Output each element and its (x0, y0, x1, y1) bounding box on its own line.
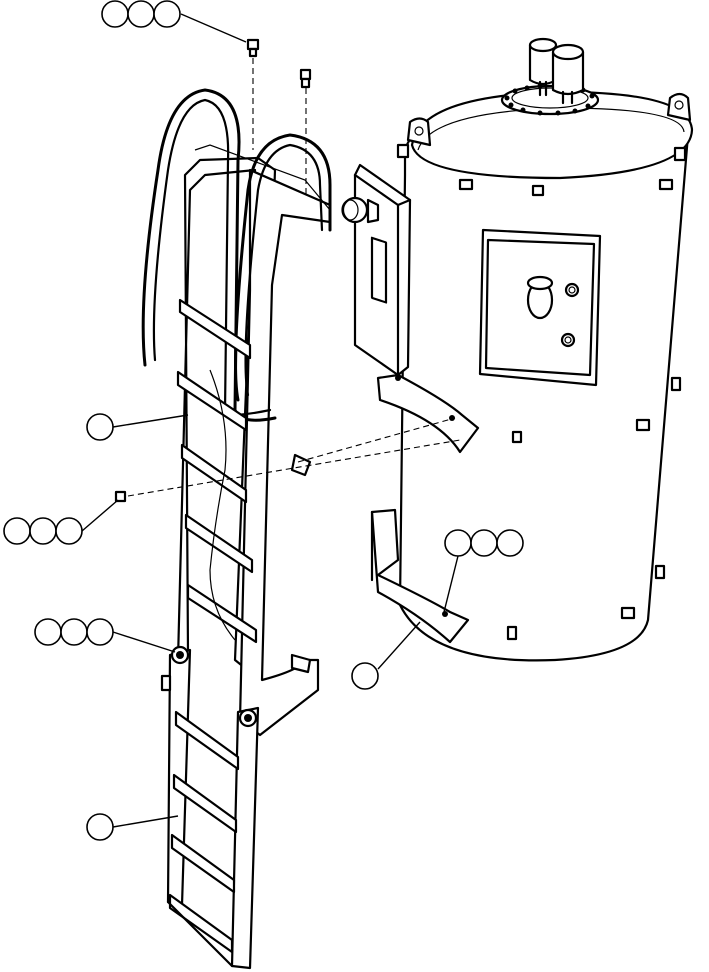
upper-ladder-front-rail (238, 168, 332, 737)
top-canister-right (551, 43, 585, 105)
assembly-lines (127, 58, 461, 497)
handrail-right (234, 133, 332, 402)
lifting-lug-left (406, 117, 432, 147)
callout-c3 (3, 499, 119, 545)
callout-c4 (34, 618, 176, 653)
fastener-top-bolt (246, 38, 260, 58)
lifting-lug-right (666, 92, 692, 122)
upper-bracket (376, 373, 480, 454)
lower-ladder (160, 645, 260, 970)
callout-c7 (86, 813, 179, 841)
callout-c5 (443, 529, 524, 613)
fastener-side-bolt (114, 490, 127, 503)
lower-ladder-rungs (168, 710, 240, 954)
rim-blocks (396, 143, 687, 641)
callout-c1 (101, 0, 247, 43)
fastener-second-bolt (299, 68, 312, 89)
tank-lid (410, 90, 694, 180)
callout-c2 (86, 413, 189, 441)
upper-ladder (141, 88, 332, 737)
upper-ladder-rungs (176, 298, 258, 644)
access-panel (478, 228, 602, 387)
junction-box (341, 163, 412, 377)
top-canister-left (528, 37, 558, 97)
callout-c6 (351, 621, 421, 690)
tank-assembly (341, 37, 694, 662)
lower-bracket (370, 508, 470, 644)
lower-ladder-right-rail (230, 706, 260, 970)
